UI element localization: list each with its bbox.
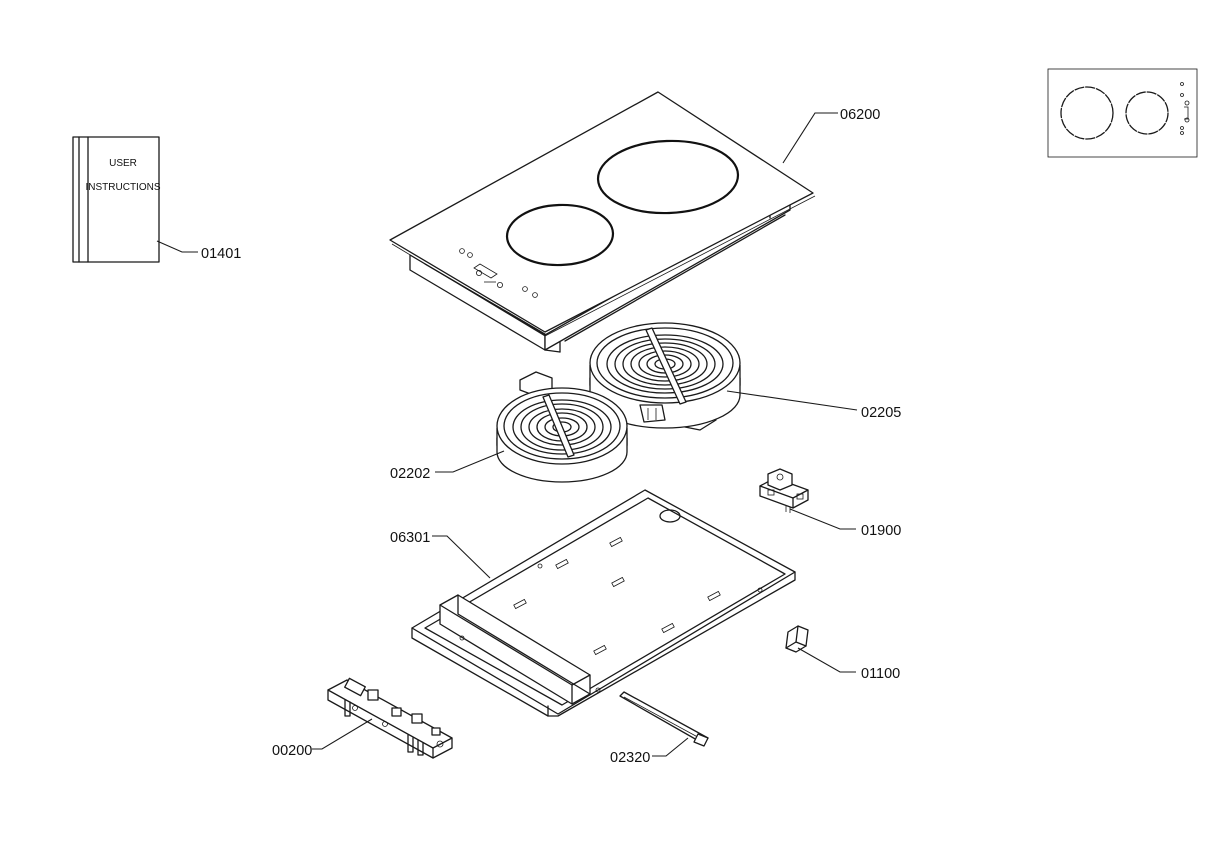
trim-bar bbox=[619, 691, 709, 747]
callout-base-tray: 06301 bbox=[390, 530, 430, 546]
power-switch-component bbox=[759, 468, 809, 513]
small-heating-element bbox=[496, 387, 628, 483]
callout-switch: 01900 bbox=[861, 523, 901, 539]
callout-small-element: 02202 bbox=[390, 466, 430, 482]
callout-clip: 01100 bbox=[861, 666, 900, 682]
base-tray bbox=[411, 489, 796, 717]
callout-control-board: 00200 bbox=[272, 743, 312, 759]
glass-cooktop-panel bbox=[389, 91, 816, 353]
callout-glass-top: 06200 bbox=[840, 107, 880, 123]
control-board bbox=[327, 677, 453, 759]
manual-title-line1: USER bbox=[109, 158, 137, 169]
top-view-thumbnail bbox=[1047, 68, 1198, 158]
callout-manual: 01401 bbox=[201, 246, 241, 262]
leader-lines bbox=[156, 112, 858, 757]
large-heating-element bbox=[519, 322, 741, 431]
callout-bar: 02320 bbox=[610, 750, 650, 766]
clip-bracket bbox=[785, 625, 809, 653]
manual-title-line2: INSTRUCTIONS bbox=[86, 182, 161, 193]
user-instructions-booklet: USER INSTRUCTIONS bbox=[72, 136, 161, 263]
callout-large-element: 02205 bbox=[861, 405, 901, 421]
